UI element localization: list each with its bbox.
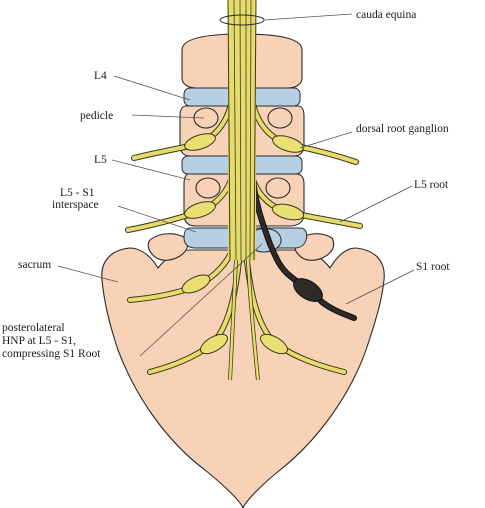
sacral-ala-left bbox=[147, 233, 189, 261]
label-dorsal-root-ganglion: dorsal root ganglion bbox=[356, 123, 449, 135]
label-l5: L5 bbox=[94, 154, 107, 166]
label-l4: L4 bbox=[94, 70, 107, 82]
dorsal-root-ganglia bbox=[181, 133, 305, 355]
leader-lines bbox=[57, 13, 415, 357]
pedicle-l5-right bbox=[265, 177, 291, 199]
label-s1-root: S1 root bbox=[416, 261, 450, 273]
label-hnp-3: compressing S1 Root bbox=[2, 348, 101, 360]
pedicle-l4-right bbox=[267, 107, 293, 129]
compressed-s1-root bbox=[249, 167, 357, 321]
label-interspace: interspace bbox=[52, 199, 99, 211]
label-l5-root: L5 root bbox=[414, 179, 449, 191]
sacrum-bone bbox=[101, 247, 385, 508]
label-hnp-1: posterolateral bbox=[2, 322, 65, 334]
label-l5-s1: L5 - S1 bbox=[60, 187, 95, 199]
label-pedicle: pedicle bbox=[80, 110, 113, 122]
label-hnp-2: HNP at L5 - S1, bbox=[2, 335, 76, 347]
pedicle-l5-left bbox=[195, 177, 221, 199]
label-cauda-equina: cauda equina bbox=[356, 9, 416, 21]
pedicle-l4-left bbox=[193, 107, 219, 129]
label-sacrum: sacrum bbox=[18, 259, 51, 271]
cauda-equina-bundle bbox=[219, 0, 265, 381]
